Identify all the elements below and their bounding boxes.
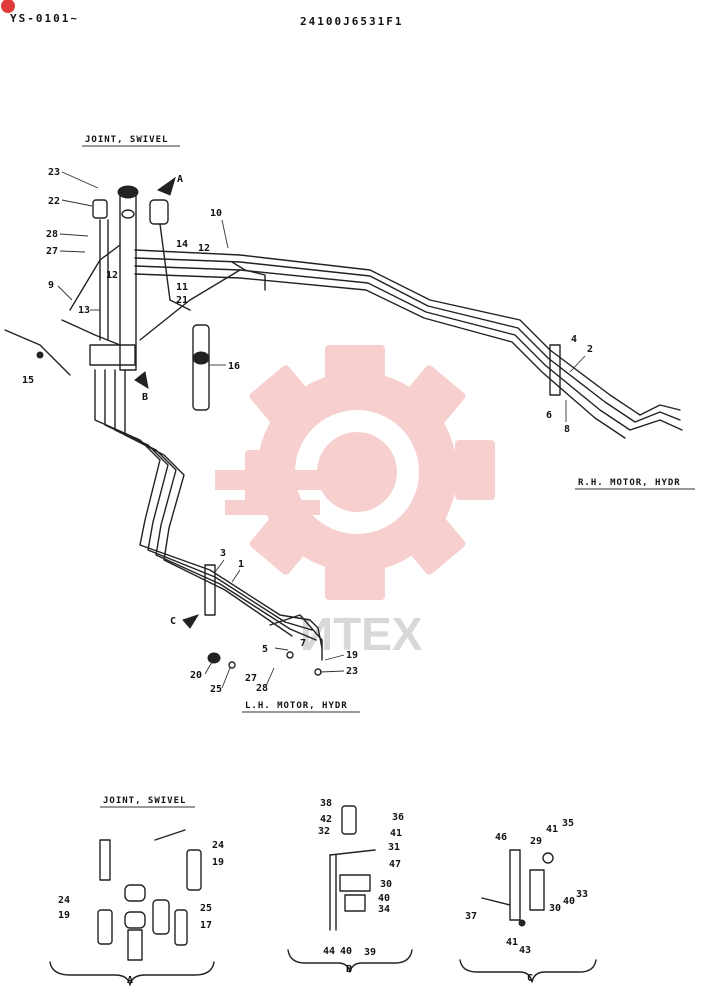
marker-c: C <box>170 616 176 627</box>
title-rh-motor: R.H. MOTOR, HYDR <box>578 478 681 488</box>
svg-text:19: 19 <box>212 857 224 868</box>
svg-text:12: 12 <box>198 243 210 254</box>
title-joint-swivel-detail: JOINT, SWIVEL <box>103 796 186 806</box>
svg-text:23: 23 <box>48 167 60 178</box>
svg-text:4: 4 <box>571 334 577 345</box>
svg-text:7: 7 <box>300 638 306 649</box>
svg-text:A: A <box>127 975 133 986</box>
svg-text:46: 46 <box>495 832 507 843</box>
svg-text:C: C <box>527 973 533 984</box>
svg-text:6: 6 <box>546 410 552 421</box>
title-lh-motor: L.H. MOTOR, HYDR <box>245 701 348 711</box>
svg-text:30: 30 <box>380 879 392 890</box>
svg-text:5: 5 <box>262 644 268 655</box>
svg-text:19: 19 <box>58 910 70 921</box>
watermark-gear-icon <box>215 345 495 600</box>
detail-b: 38 36 42 41 32 31 47 30 40 34 44 40 39 B <box>287 798 413 975</box>
main-callouts: 23 22 28 27 9 13 12 14 12 10 11 21 16 15… <box>22 167 593 695</box>
svg-text:34: 34 <box>378 904 390 915</box>
svg-text:14: 14 <box>176 239 188 250</box>
svg-text:25: 25 <box>210 684 222 695</box>
svg-text:16: 16 <box>228 361 240 372</box>
svg-text:2: 2 <box>587 344 593 355</box>
svg-text:11: 11 <box>176 282 188 293</box>
svg-text:19: 19 <box>346 650 358 661</box>
svg-text:30: 30 <box>549 903 561 914</box>
svg-text:27: 27 <box>46 246 58 257</box>
marker-a: A <box>177 174 183 185</box>
svg-text:41: 41 <box>546 824 558 835</box>
svg-text:22: 22 <box>48 196 60 207</box>
svg-text:29: 29 <box>530 836 542 847</box>
title-joint-swivel-top: JOINT, SWIVEL <box>85 135 168 145</box>
svg-text:12: 12 <box>106 270 118 281</box>
svg-text:32: 32 <box>318 826 330 837</box>
svg-text:33: 33 <box>576 889 588 900</box>
svg-text:8: 8 <box>564 424 570 435</box>
marker-b: B <box>142 392 148 403</box>
svg-text:B: B <box>346 964 352 975</box>
svg-text:24: 24 <box>58 895 70 906</box>
svg-text:25: 25 <box>200 903 212 914</box>
svg-text:28: 28 <box>46 229 58 240</box>
svg-text:41: 41 <box>506 937 518 948</box>
header-left-code: YS-0101~ <box>10 12 79 25</box>
svg-text:3: 3 <box>220 548 226 559</box>
svg-text:15: 15 <box>22 375 34 386</box>
svg-text:41: 41 <box>390 828 402 839</box>
svg-text:20: 20 <box>190 670 202 681</box>
svg-text:21: 21 <box>176 295 188 306</box>
svg-text:37: 37 <box>465 911 477 922</box>
detail-c: 46 35 29 41 33 30 40 37 41 43 C <box>459 818 597 984</box>
svg-text:36: 36 <box>392 812 404 823</box>
svg-text:9: 9 <box>48 280 54 291</box>
detail-a: 24 19 24 19 25 17 A <box>49 829 224 986</box>
svg-text:28: 28 <box>256 683 268 694</box>
svg-text:40: 40 <box>340 946 352 957</box>
svg-text:24: 24 <box>212 840 224 851</box>
svg-text:31: 31 <box>388 842 400 853</box>
svg-text:40: 40 <box>378 893 390 904</box>
svg-text:17: 17 <box>200 920 212 931</box>
svg-text:10: 10 <box>210 208 222 219</box>
svg-text:47: 47 <box>389 859 401 870</box>
header-right-code: 24100J6531F1 <box>300 15 403 28</box>
svg-text:35: 35 <box>562 818 574 829</box>
svg-text:42: 42 <box>320 814 332 825</box>
svg-text:38: 38 <box>320 798 332 809</box>
hose-bundle-rh <box>134 249 683 439</box>
svg-text:13: 13 <box>78 305 90 316</box>
svg-text:40: 40 <box>563 896 575 907</box>
svg-text:27: 27 <box>245 673 257 684</box>
corner-mark-icon <box>1 0 15 13</box>
svg-text:43: 43 <box>519 945 531 956</box>
watermark-text: ИТЕХ <box>300 608 423 660</box>
swivel-assembly <box>4 185 561 661</box>
svg-text:23: 23 <box>346 666 358 677</box>
svg-text:1: 1 <box>238 559 244 570</box>
svg-text:44: 44 <box>323 946 335 957</box>
svg-text:39: 39 <box>364 947 376 958</box>
